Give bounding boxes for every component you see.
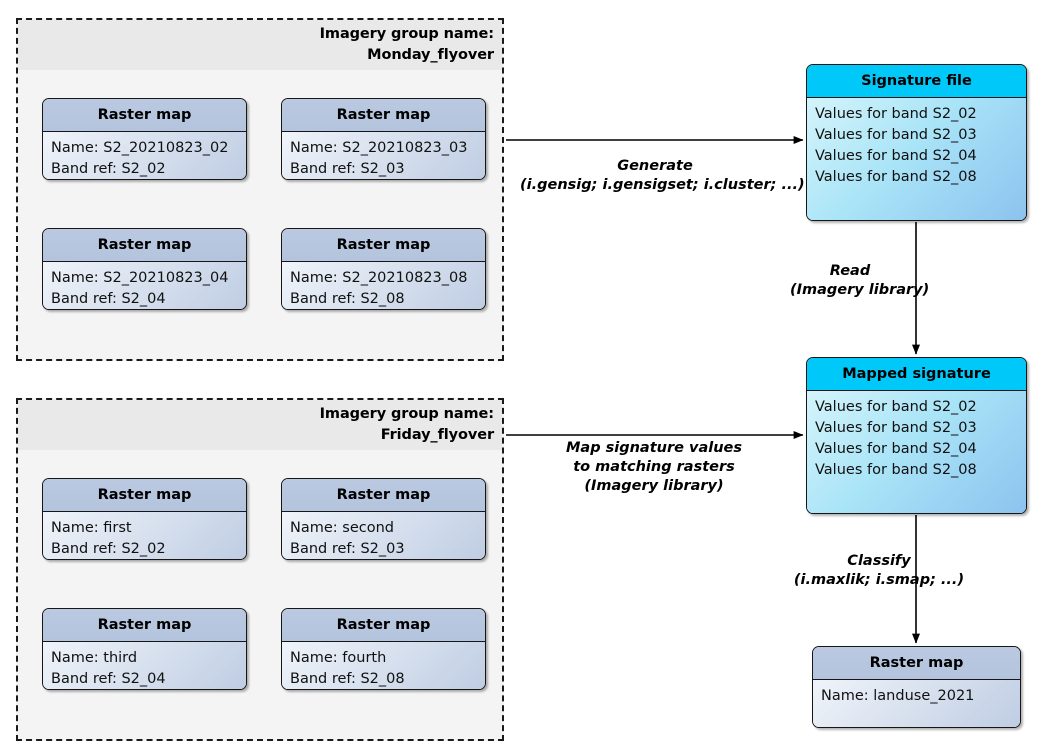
- raster-card-body: Name: fourth Band ref: S2_08: [282, 642, 485, 689]
- imagery-group-monday-header: Imagery group name: Monday_flyover: [18, 20, 502, 70]
- raster-card[interactable]: Raster map Name: fourth Band ref: S2_08: [281, 608, 486, 690]
- connector-label-generate: Generate (i.gensig; i.gensigset; i.clust…: [520, 157, 805, 195]
- raster-card-name: Name: S2_20210823_08: [290, 270, 468, 286]
- connector-classify-line2: (i.maxlik; i.smap; ...): [793, 572, 965, 588]
- raster-card[interactable]: Raster map Name: S2_20210823_08 Band ref…: [281, 228, 486, 310]
- raster-card-name: Name: second: [290, 520, 394, 536]
- raster-card-bandref: Band ref: S2_04: [51, 671, 166, 687]
- raster-card-bandref: Band ref: S2_08: [290, 291, 405, 307]
- raster-card-body: Name: S2_20210823_08 Band ref: S2_08: [282, 262, 485, 309]
- raster-card-name: Name: S2_20210823_04: [51, 270, 229, 286]
- raster-card-title: Raster map: [43, 609, 246, 642]
- signature-file-title: Signature file: [807, 65, 1026, 98]
- connector-label-read: Read (Imagery library): [790, 262, 930, 300]
- connector-map-values-line3: (Imagery library): [584, 478, 724, 494]
- raster-card-title: Raster map: [43, 99, 246, 132]
- raster-card-title: Raster map: [43, 479, 246, 512]
- signature-file-value: Values for band S2_02: [815, 106, 977, 122]
- raster-card[interactable]: Raster map Name: S2_20210823_04 Band ref…: [42, 228, 247, 310]
- raster-card-name: Name: S2_20210823_02: [51, 140, 229, 156]
- mapped-signature-value: Values for band S2_04: [815, 441, 977, 457]
- connector-generate-line1: Generate: [617, 158, 693, 174]
- connector-read-line2: (Imagery library): [790, 282, 930, 298]
- connector-classify-line1: Classify: [847, 553, 911, 569]
- mapped-signature-value: Values for band S2_03: [815, 420, 977, 436]
- connector-label-map-values: Map signature values to matching rasters…: [540, 439, 768, 496]
- signature-file-value: Values for band S2_03: [815, 127, 977, 143]
- mapped-signature-body: Values for band S2_02 Values for band S2…: [807, 391, 1026, 513]
- mapped-signature-value: Values for band S2_08: [815, 462, 977, 478]
- raster-card-name: Name: third: [51, 650, 138, 666]
- connector-map-values-line2: to matching rasters: [573, 459, 735, 475]
- signature-file-value: Values for band S2_08: [815, 169, 977, 185]
- raster-card-title: Raster map: [282, 609, 485, 642]
- raster-card[interactable]: Raster map Name: S2_20210823_02 Band ref…: [42, 98, 247, 180]
- signature-file-body: Values for band S2_02 Values for band S2…: [807, 98, 1026, 220]
- raster-card-body: Name: S2_20210823_03 Band ref: S2_03: [282, 132, 485, 179]
- imagery-group-monday: Imagery group name: Monday_flyover Raste…: [16, 18, 504, 361]
- output-raster-title: Raster map: [813, 647, 1020, 680]
- raster-card-bandref: Band ref: S2_03: [290, 161, 405, 177]
- raster-card-name: Name: fourth: [290, 650, 387, 666]
- raster-card-title: Raster map: [282, 99, 485, 132]
- signature-file-value: Values for band S2_04: [815, 148, 977, 164]
- raster-card-body: Name: S2_20210823_04 Band ref: S2_04: [43, 262, 246, 309]
- connector-label-classify: Classify (i.maxlik; i.smap; ...): [790, 552, 968, 590]
- raster-card-bandref: Band ref: S2_02: [51, 541, 166, 557]
- imagery-group-friday-label-line1: Imagery group name:: [319, 406, 494, 422]
- raster-card[interactable]: Raster map Name: S2_20210823_03 Band ref…: [281, 98, 486, 180]
- imagery-group-friday-header: Imagery group name: Friday_flyover: [18, 400, 502, 450]
- imagery-group-monday-label-line2: Monday_flyover: [367, 47, 494, 63]
- raster-card-name: Name: S2_20210823_03: [290, 140, 468, 156]
- connector-map-values-line1: Map signature values: [565, 440, 742, 456]
- raster-card-title: Raster map: [43, 229, 246, 262]
- signature-file-card[interactable]: Signature file Values for band S2_02 Val…: [806, 64, 1027, 221]
- raster-card-bandref: Band ref: S2_03: [290, 541, 405, 557]
- raster-card-bandref: Band ref: S2_02: [51, 161, 166, 177]
- raster-card[interactable]: Raster map Name: third Band ref: S2_04: [42, 608, 247, 690]
- imagery-group-monday-label-line1: Imagery group name:: [319, 26, 494, 42]
- imagery-group-friday: Imagery group name: Friday_flyover Raste…: [16, 398, 504, 741]
- mapped-signature-value: Values for band S2_02: [815, 399, 977, 415]
- connector-read-line1: Read: [829, 263, 871, 279]
- raster-card-bandref: Band ref: S2_04: [51, 291, 166, 307]
- raster-card-body: Name: third Band ref: S2_04: [43, 642, 246, 689]
- raster-card-body: Name: first Band ref: S2_02: [43, 512, 246, 559]
- mapped-signature-title: Mapped signature: [807, 358, 1026, 391]
- raster-card-title: Raster map: [282, 479, 485, 512]
- raster-card-title: Raster map: [282, 229, 485, 262]
- raster-card-body: Name: S2_20210823_02 Band ref: S2_02: [43, 132, 246, 179]
- mapped-signature-card[interactable]: Mapped signature Values for band S2_02 V…: [806, 357, 1027, 514]
- raster-card[interactable]: Raster map Name: first Band ref: S2_02: [42, 478, 247, 560]
- connector-generate-line2: (i.gensig; i.gensigset; i.cluster; ...): [520, 177, 805, 193]
- raster-card-name: Name: first: [51, 520, 132, 536]
- imagery-group-friday-label-line2: Friday_flyover: [380, 427, 494, 443]
- output-raster-name: Name: landuse_2021: [821, 688, 975, 704]
- raster-card[interactable]: Raster map Name: second Band ref: S2_03: [281, 478, 486, 560]
- output-raster-card[interactable]: Raster map Name: landuse_2021: [812, 646, 1021, 728]
- output-raster-body: Name: landuse_2021: [813, 680, 1020, 727]
- raster-card-bandref: Band ref: S2_08: [290, 671, 405, 687]
- raster-card-body: Name: second Band ref: S2_03: [282, 512, 485, 559]
